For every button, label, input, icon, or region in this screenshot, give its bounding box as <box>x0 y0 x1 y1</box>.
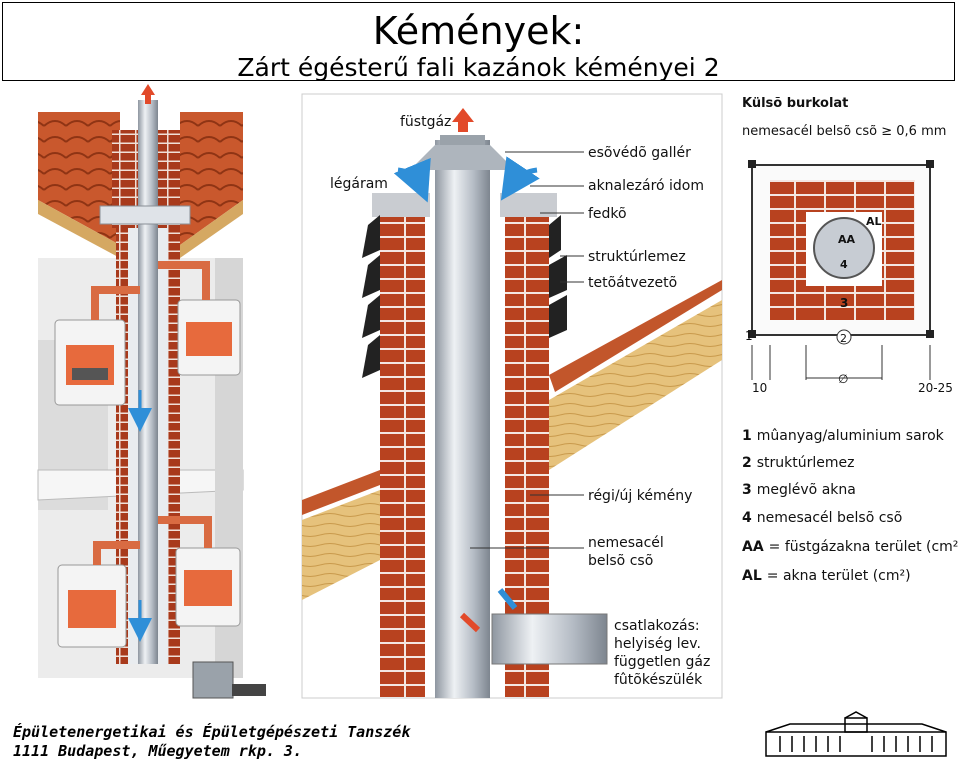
label-fedko: fedkõ <box>588 206 627 222</box>
label-esovedo: esõvédõ gallér <box>588 145 691 161</box>
label-regi-uj: régi/új kémény <box>588 488 692 504</box>
legend-text-2: struktúrlemez <box>757 455 855 471</box>
label-csatl-1: csatlakozás: <box>614 618 700 634</box>
legend-key-4: 4 <box>742 510 752 526</box>
cross-section-drawing: Külsõ burkolat nemesacél belsõ csõ ≥ 0,6… <box>742 96 953 395</box>
legend-key-3: 3 <box>742 482 752 498</box>
title-box: Kémények: Zárt égésterű fali kazánok kém… <box>2 2 955 82</box>
cs-4: 4 <box>840 258 848 271</box>
legend-text-1: mûanyag/aluminium sarok <box>757 428 945 444</box>
cs-phi: ∅ <box>838 372 848 386</box>
cs-1: 1 <box>745 329 753 343</box>
label-tetoatvezeto: tetõátvezetõ <box>588 275 677 291</box>
legend-text-3: meglévõ akna <box>757 482 856 498</box>
cs-AA: AA <box>838 233 856 246</box>
footer-address: 1111 Budapest, Műegyetem rkp. 3. <box>13 742 302 760</box>
label-nemesacel-2: belsõ csõ <box>588 553 653 569</box>
label-aknalezaro: aknalezáró idom <box>588 178 704 194</box>
footer-department: Épületenergetikai és Épületgépészeti Tan… <box>13 723 411 741</box>
label-strukturlemez: struktúrlemez <box>588 249 686 265</box>
label-csatl-3: független gáz <box>614 654 710 670</box>
legend-key-AA: AA <box>742 539 764 555</box>
svg-text:AA= füstgázakna terület (cm²): AA = füstgázakna terület (cm²) <box>742 539 959 555</box>
cs-dim-right: 20-25 <box>918 381 953 395</box>
legend-key-1: 1 <box>742 428 752 444</box>
legend-text-AL: = akna terület (cm²) <box>767 568 911 584</box>
legend-key-AL: AL <box>742 568 762 584</box>
page-title: Kémények: <box>372 9 585 53</box>
label-nemesacel-note: nemesacél belsõ csõ ≥ 0,6 mm <box>742 124 946 139</box>
middle-section-drawing: füstgáz légáram esõvédõ gallér aknalezár… <box>301 93 723 699</box>
legend-text-4: nemesacél belsõ csõ <box>757 510 903 526</box>
label-csatl-2: helyiség lev. <box>614 636 701 652</box>
label-csatl-4: fûtõkészülék <box>614 672 703 688</box>
cs-AL: AL <box>866 215 882 228</box>
legend-text-AA: = füstgázakna terület (cm²) <box>769 539 959 555</box>
page-subtitle: Zárt égésterű fali kazánok kéményei 2 <box>237 53 720 82</box>
legend-key-2: 2 <box>742 455 752 471</box>
left-building-illustration <box>37 84 266 699</box>
cs-dim-left: 10 <box>752 381 767 395</box>
label-legaram: légáram <box>330 176 388 192</box>
svg-text:AL= akna terület (cm²): AL = akna terület (cm²) <box>742 568 911 584</box>
label-fustgaz: füstgáz <box>400 114 451 130</box>
label-nemesacel-1: nemesacél <box>588 535 664 551</box>
university-building-logo <box>765 711 947 757</box>
cs-2: 2 <box>840 332 847 345</box>
label-kulso-burkolat: Külsõ burkolat <box>742 96 848 111</box>
cs-3: 3 <box>840 296 848 310</box>
